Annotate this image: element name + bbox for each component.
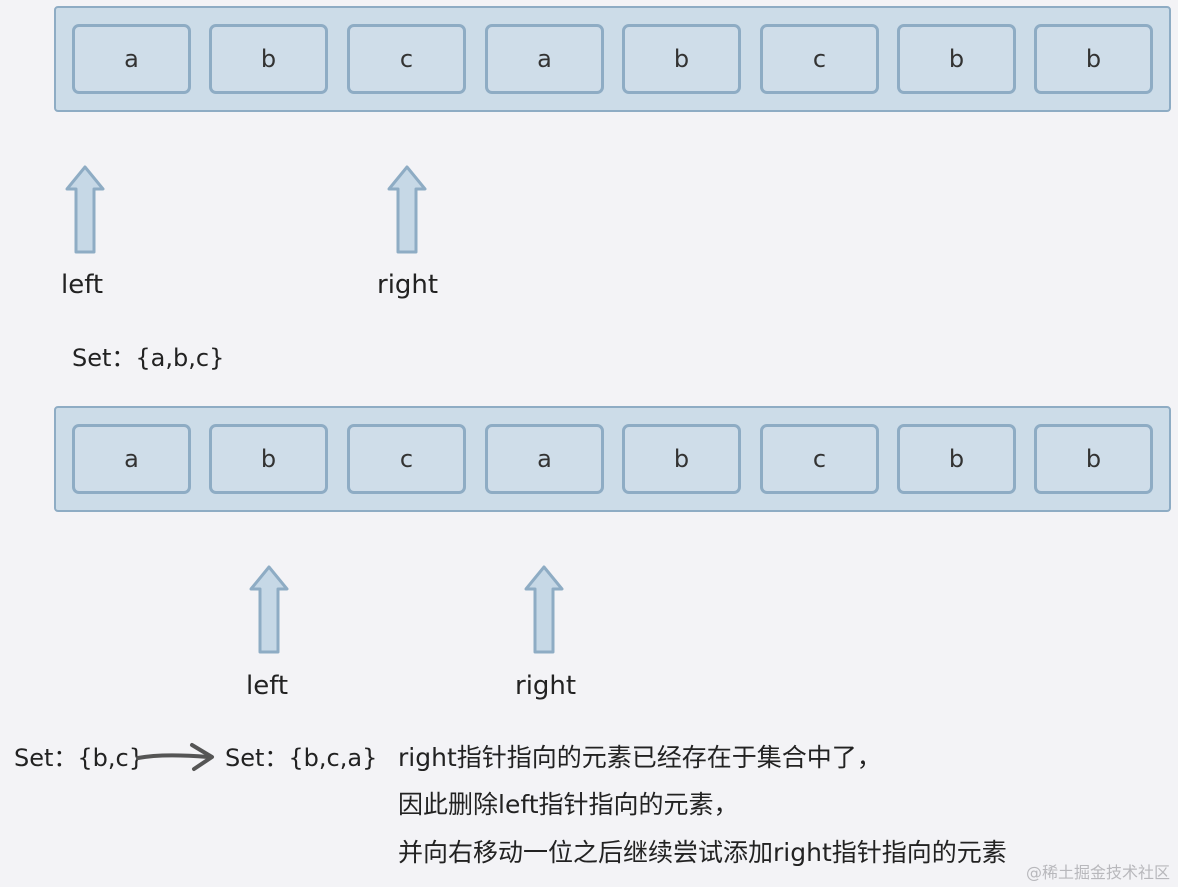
explanation-line-3: 并向右移动一位之后继续尝试添加right指针指向的元素 xyxy=(398,838,1007,867)
explanation-line-1: right指针指向的元素已经存在于集合中了， xyxy=(398,743,882,772)
watermark: @稀土掘金技术社区 xyxy=(1025,863,1170,882)
array-cell: b xyxy=(209,424,328,494)
right-pointer-up-arrow-icon xyxy=(387,165,427,255)
right-pointer-label: right xyxy=(377,270,439,300)
right-arrow-icon xyxy=(134,738,218,778)
right-pointer-label: right xyxy=(515,671,577,701)
array-cell: b xyxy=(1034,24,1153,94)
array-cell: a xyxy=(72,424,191,494)
array-row-2: a b c a b c b b xyxy=(54,406,1171,512)
set-state-after: Set：{b,c,a} xyxy=(225,744,378,772)
left-pointer-up-arrow-icon xyxy=(65,165,105,255)
left-pointer-label: left xyxy=(246,671,289,701)
array-cell: c xyxy=(760,424,879,494)
array-cell: a xyxy=(485,424,604,494)
array-cell: b xyxy=(897,24,1016,94)
array-cell: b xyxy=(622,424,741,494)
explanation-line-2: 因此删除left指针指向的元素， xyxy=(398,790,739,819)
set-state-before: Set：{b,c} xyxy=(14,744,145,772)
array-row-1: a b c a b c b b xyxy=(54,6,1171,112)
array-cell: b xyxy=(1034,424,1153,494)
array-cell: b xyxy=(209,24,328,94)
right-pointer-up-arrow-icon xyxy=(524,565,564,655)
array-cell: a xyxy=(72,24,191,94)
set-state-1: Set：{a,b,c} xyxy=(72,344,225,372)
array-cell: c xyxy=(347,424,466,494)
array-cell: b xyxy=(622,24,741,94)
array-cell: c xyxy=(760,24,879,94)
array-cell: c xyxy=(347,24,466,94)
left-pointer-label: left xyxy=(61,270,104,300)
left-pointer-up-arrow-icon xyxy=(249,565,289,655)
array-cell: a xyxy=(485,24,604,94)
array-cell: b xyxy=(897,424,1016,494)
